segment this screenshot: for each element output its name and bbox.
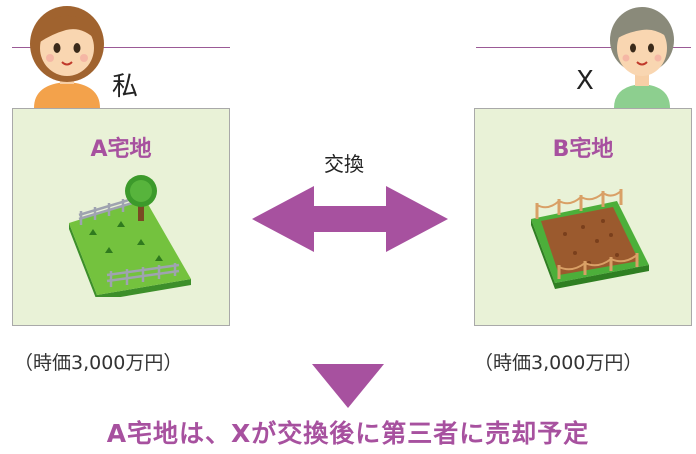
lot-b-panel: B宅地 — [474, 108, 692, 326]
lot-a-title: A宅地 — [90, 137, 152, 162]
man-avatar-icon — [610, 7, 674, 108]
left-owner-underline — [12, 47, 230, 48]
left-owner-label: 私 — [112, 72, 139, 102]
woman-avatar-icon — [30, 6, 104, 108]
lot-b-title: B宅地 — [552, 137, 614, 162]
right-owner-underline — [476, 47, 691, 48]
lot-a-panel: A宅地 — [12, 108, 230, 326]
exchange-label: 交換 — [324, 152, 364, 176]
conclusion-text: A宅地は、Xが交換後に第三者に売却予定 — [106, 419, 590, 448]
down-arrow-icon — [312, 364, 384, 408]
soil-lot-icon — [531, 189, 649, 289]
double-arrow-icon — [252, 186, 448, 252]
right-owner-label: X — [576, 66, 594, 96]
lot-b-price: （時価3,000万円） — [474, 352, 643, 374]
tree-icon — [125, 175, 157, 221]
lot-a-price: （時価3,000万円） — [14, 352, 183, 374]
